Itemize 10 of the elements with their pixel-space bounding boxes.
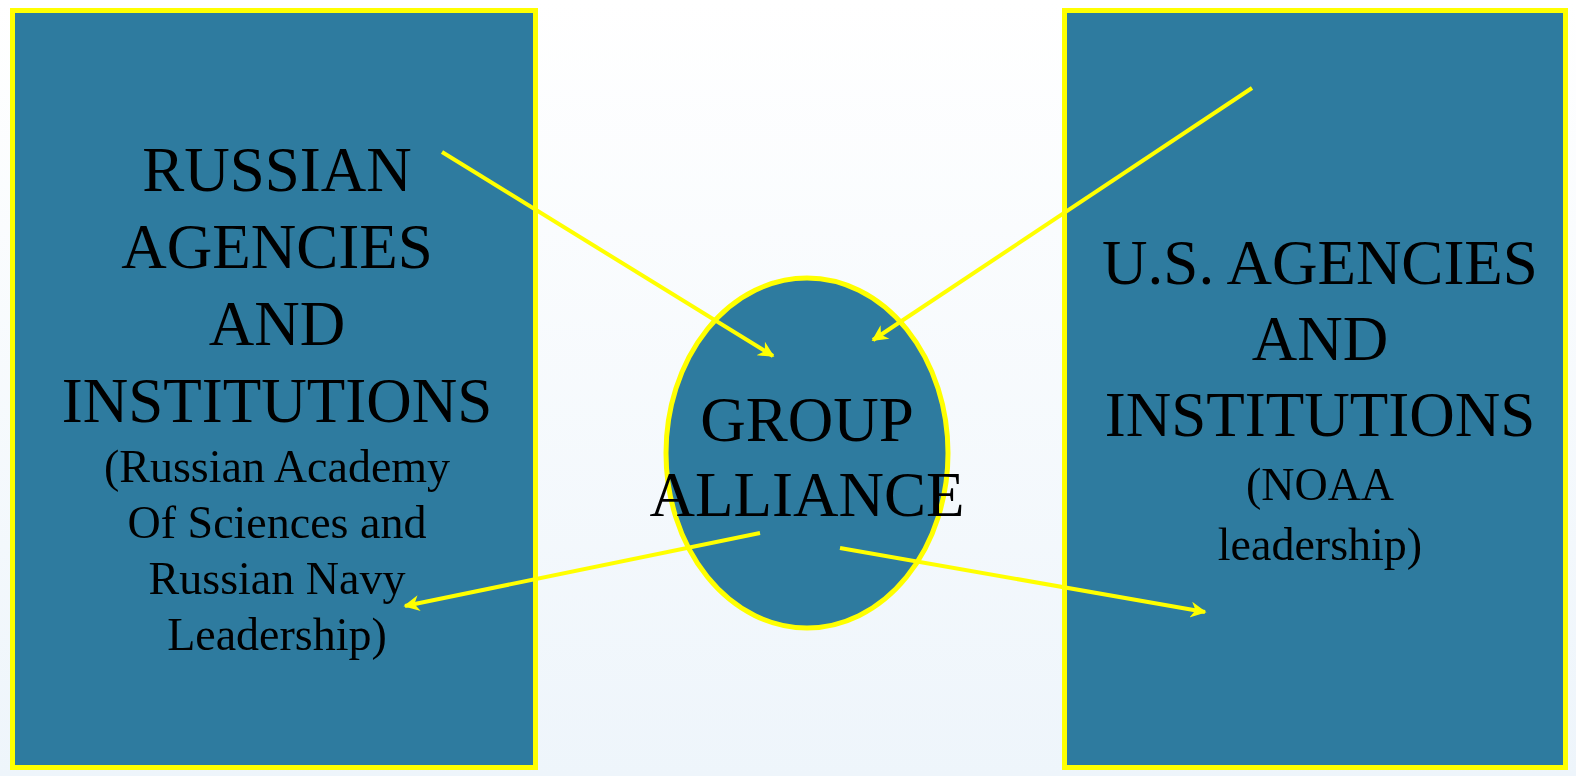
arrow [403, 531, 761, 611]
arrow [440, 150, 775, 358]
agency-box [10, 8, 538, 770]
arrow [871, 86, 1254, 342]
agency-box [1062, 8, 1568, 770]
node-title: U.S. AGENCIES AND INSTITUTIONS [1101, 227, 1539, 452]
arrow [839, 546, 1207, 618]
node-subtitle: (Russian Academy Of Sciences and Russian Navy Leadership) [102, 440, 452, 662]
node-subtitle: (NOAA leadership) [1216, 458, 1424, 572]
node-title: RUSSIAN AGENCIES AND INSTITUTIONS [60, 134, 494, 438]
